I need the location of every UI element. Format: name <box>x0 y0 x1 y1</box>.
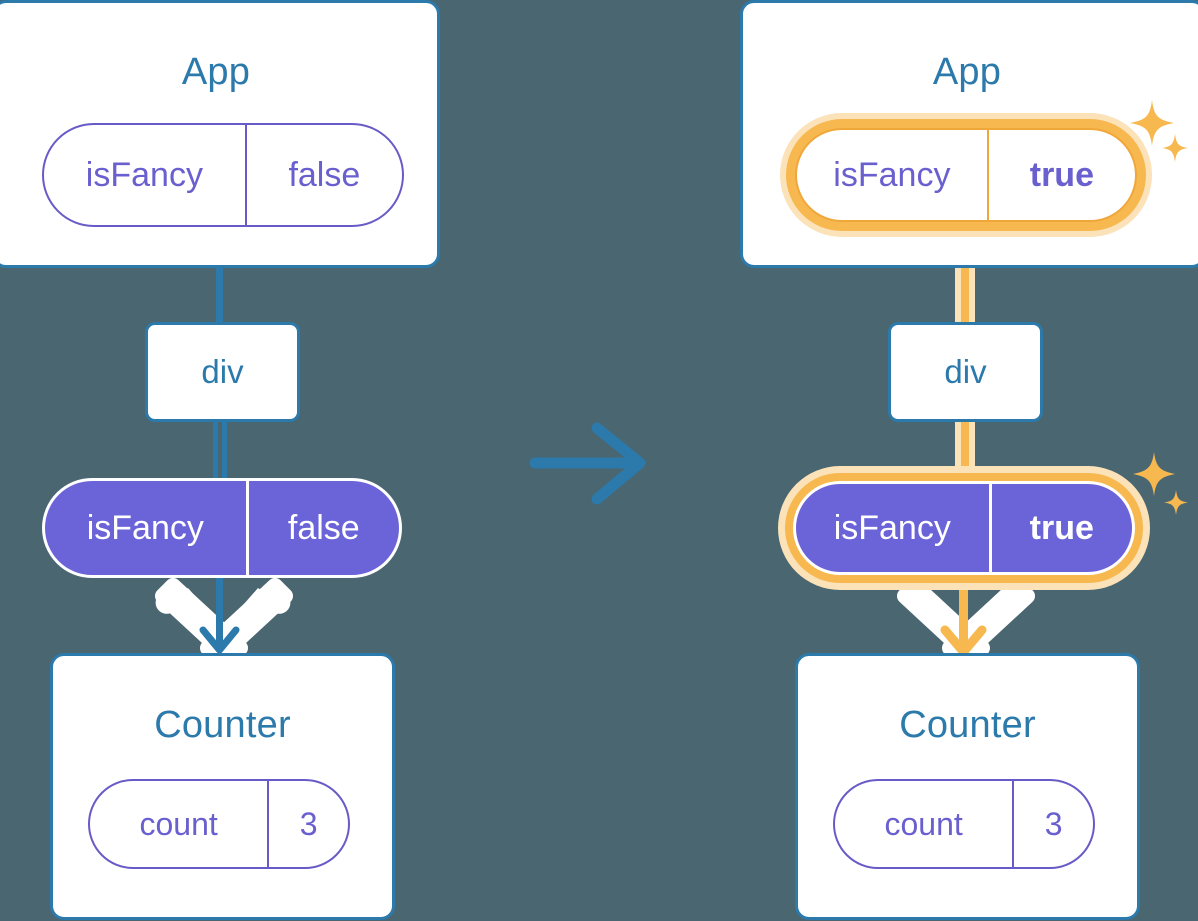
right-arrow-icon <box>529 422 646 505</box>
connector-div-to-props-right <box>961 412 969 490</box>
state-pill-key: count <box>139 805 218 842</box>
div-node-after: div <box>888 322 1043 422</box>
state-pill-count-after[interactable]: count 3 <box>833 779 1095 869</box>
page-title-app-before: App <box>181 51 251 93</box>
connector-app-to-div-left <box>216 215 223 327</box>
props-pill-isfancy-before[interactable]: isFancy false <box>42 478 402 578</box>
div-node-label: div <box>201 353 244 390</box>
sparkle-group-props <box>1133 452 1188 515</box>
connector-div-to-props-left-a <box>213 412 218 490</box>
page-title-counter-after: Counter <box>899 704 1036 746</box>
page-title-counter-before: Counter <box>154 704 291 746</box>
state-pill-isfancy-after[interactable]: isFancy true <box>795 128 1137 222</box>
state-pill-count-before[interactable]: count 3 <box>88 779 350 869</box>
props-pill-value: false <box>245 481 399 575</box>
arrow-props-to-counter-left <box>199 565 240 654</box>
div-node-label: div <box>944 353 987 390</box>
props-pill-key: isFancy <box>86 508 204 547</box>
sparkle-icon-small <box>1162 134 1188 162</box>
sparkle-icon-large <box>1130 100 1174 146</box>
state-pill-value: true <box>986 130 1135 220</box>
page-title-app-after: App <box>932 51 1002 93</box>
state-pill-isfancy-before[interactable]: isFancy false <box>42 123 404 227</box>
state-pill-value: 3 <box>267 781 348 867</box>
connector-div-to-props-left-b <box>222 412 227 490</box>
state-pill-value: false <box>244 125 402 225</box>
div-node-before: div <box>145 322 300 422</box>
props-pill-value: true <box>988 484 1132 572</box>
sparkle-icon-small <box>1164 490 1188 515</box>
props-pill-key: isFancy <box>833 508 951 547</box>
state-pill-key: isFancy <box>85 155 203 194</box>
props-pill-isfancy-after[interactable]: isFancy true <box>793 481 1135 575</box>
state-pill-key: count <box>884 805 963 842</box>
arrow-props-to-counter-right <box>940 565 987 657</box>
sparkle-icon-large <box>1133 452 1175 496</box>
state-pill-value: 3 <box>1012 781 1093 867</box>
state-pill-key: isFancy <box>833 155 951 194</box>
sparkle-group-app <box>1130 100 1188 162</box>
connector-app-to-div-right <box>961 215 969 327</box>
